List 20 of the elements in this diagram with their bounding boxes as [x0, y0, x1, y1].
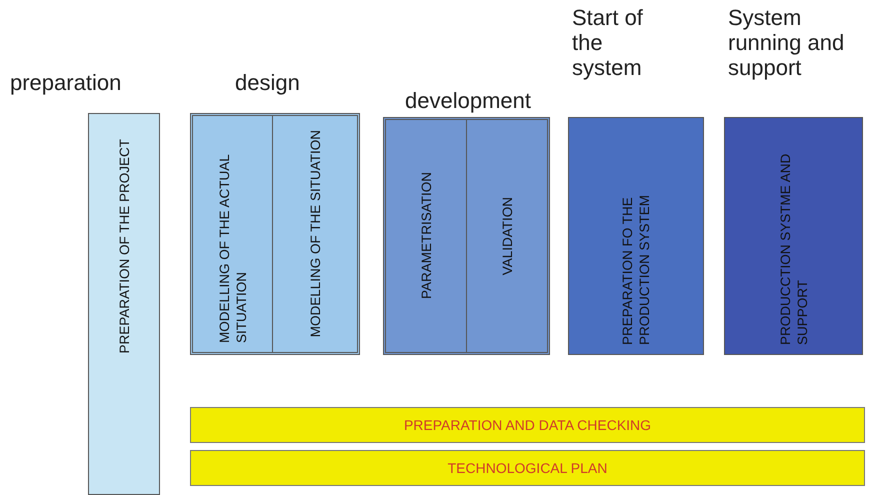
column-label: PREPARATION FO THE PRODUCTION SYSTEM [619, 194, 653, 345]
phase-column [192, 115, 273, 353]
phase-heading: System running and support [728, 5, 846, 80]
column-label: PARAMETRISATION [418, 172, 434, 300]
bar-label: TECHNOLOGICAL PLAN [448, 460, 608, 476]
phase-column [272, 115, 358, 353]
column-label: MODELLING OF THE SITUATION [306, 130, 324, 338]
column-label: MODELLING OF THE ACTUAL SITUATION [216, 154, 250, 343]
phase-column [385, 119, 467, 353]
column-label: PREPARATION OF THE PROJECT [116, 139, 132, 354]
phase-heading: preparation [10, 70, 122, 95]
column-label: VALIDATION [498, 196, 516, 276]
bar-label: PREPARATION AND DATA CHECKING [404, 417, 652, 433]
phase-bar [190, 407, 865, 443]
column-label: PRODUCCTION SYSTME AND SUPPORT [776, 152, 810, 345]
phase-heading: development [405, 88, 532, 113]
phase-column [466, 119, 548, 353]
phase-bar [190, 450, 865, 486]
phase-heading: Start of the system [572, 5, 644, 80]
phase-heading: design [235, 70, 301, 95]
